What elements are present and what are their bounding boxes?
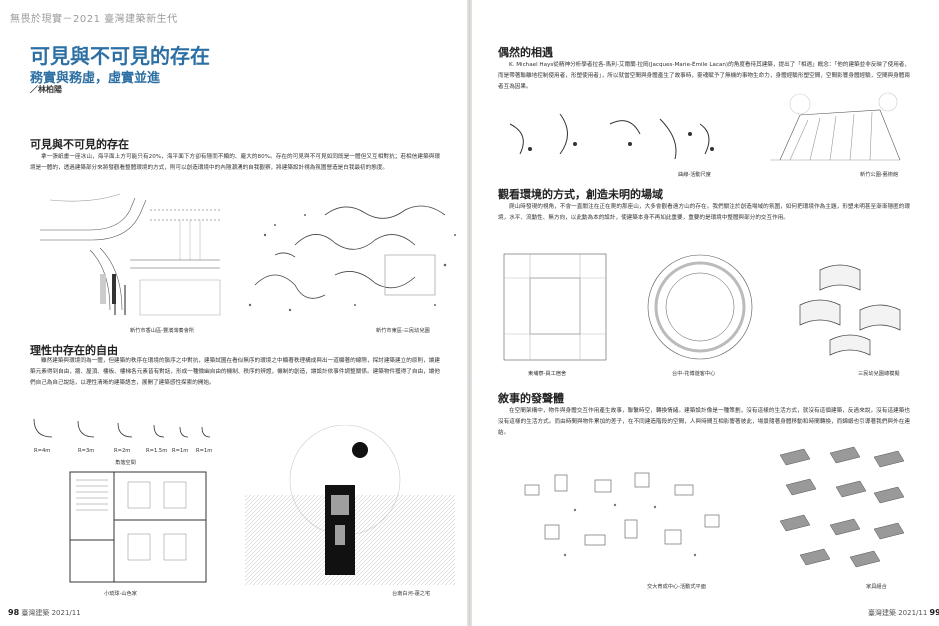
- running-title: 無畏於現實－2021 臺灣建築新生代: [10, 14, 178, 25]
- caption-fig1: 新竹市香山區-豐濱灣奏會所: [130, 328, 195, 334]
- figure-incubation-center: [505, 455, 745, 580]
- figure-visitor-center: [640, 250, 760, 365]
- page-spine: [467, 0, 472, 626]
- section-title-encounter: 偶然的相遇: [498, 46, 553, 59]
- section-title-environment: 觀看環境的方式，創造未明的場域: [498, 188, 663, 201]
- radius-label-5: R=1m: [172, 448, 189, 454]
- folio-right-number: 99: [929, 608, 939, 617]
- folio-left-number: 98: [8, 608, 20, 617]
- caption-fig7: 新竹公園-藝術館: [860, 172, 899, 178]
- figure-dormitory-plan: [500, 250, 610, 365]
- article-title: 可見與不可見的存在: [30, 44, 210, 68]
- caption-fig8: 東埔寮-員工宿舍: [528, 371, 567, 377]
- caption-fig2: 新竹市東區-三民幼兒園: [376, 328, 430, 334]
- figure-plan-hall: [30, 190, 230, 320]
- section-body-encounter: K. Michael Hays從精神分析學者拉各-馬利-艾爾蘭·拉岡(Jacqu…: [498, 62, 910, 91]
- caption-fig10: 三民幼兒園總模擬: [858, 371, 900, 377]
- caption-fig6: 曲線-活動尺度: [678, 172, 711, 178]
- radius-label-6: R=1m: [196, 448, 213, 454]
- figure-floor-plan: [68, 470, 208, 585]
- figure-curve-activity: [500, 104, 720, 174]
- figure-art-museum: [760, 90, 910, 170]
- section-body-narrative: 在空間架構中，物件與身體交互作用產生故事，聯繫時空，轉換情緒。建築設計像是一種策…: [498, 408, 910, 437]
- figure-kindergarten-model: [790, 250, 910, 365]
- figure-lotus-house: [245, 425, 455, 585]
- figure-corner-radii: [30, 415, 230, 455]
- caption-fig11: 交大育成中心-活動式平面: [647, 584, 706, 590]
- caption-fig5: 台南白河-蓮之宅: [392, 591, 431, 597]
- section-title-narrative: 敘事的發聲體: [498, 392, 564, 405]
- section-title-rational-freedom: 理性中存在的自由: [30, 344, 118, 357]
- figure-furniture-assembly: [770, 445, 910, 580]
- caption-fig12: 家具組合: [866, 584, 887, 590]
- radius-label-2: R=3m: [78, 448, 95, 454]
- caption-fig4: 小琉球-山色家: [104, 591, 137, 597]
- section-body-rational-freedom: 雖然建築與環境同為一體，但建築的秩序在環境的脈序之中對抗，建築試圖在看似無序的環…: [30, 358, 440, 387]
- article-subtitle: 務實與務虛，虛實並進: [30, 71, 161, 86]
- section-body-environment: 爬山時發現的視角，不會一直關注在正在爬的那座山，大多會觀看遠方山的存在。我們關注…: [498, 204, 910, 222]
- article-author: ／林柏陽: [30, 85, 62, 94]
- figure-site-kindergarten: [235, 195, 465, 320]
- caption-fig3: 角落空間: [115, 460, 136, 466]
- folio-left: 98 臺灣建築 2021/11: [8, 608, 81, 618]
- folio-right: 臺灣建築 2021/11 99: [868, 608, 939, 618]
- section-title-visible-invisible: 可見與不可見的存在: [30, 138, 129, 151]
- caption-fig9: 台中-花博遊客中心: [672, 371, 716, 377]
- folio-left-source: 臺灣建築 2021/11: [21, 609, 81, 617]
- radius-label-4: R=1.5m: [146, 448, 168, 454]
- folio-right-source: 臺灣建築 2021/11: [868, 609, 928, 617]
- radius-label-3: R=2m: [114, 448, 131, 454]
- radius-label-1: R=4m: [34, 448, 51, 454]
- section-body-visible-invisible: 拿一張紙畫一座冰山，海平面上方可能只有20%，海平面下方卻有隱而不顯的、龐大的8…: [30, 154, 440, 172]
